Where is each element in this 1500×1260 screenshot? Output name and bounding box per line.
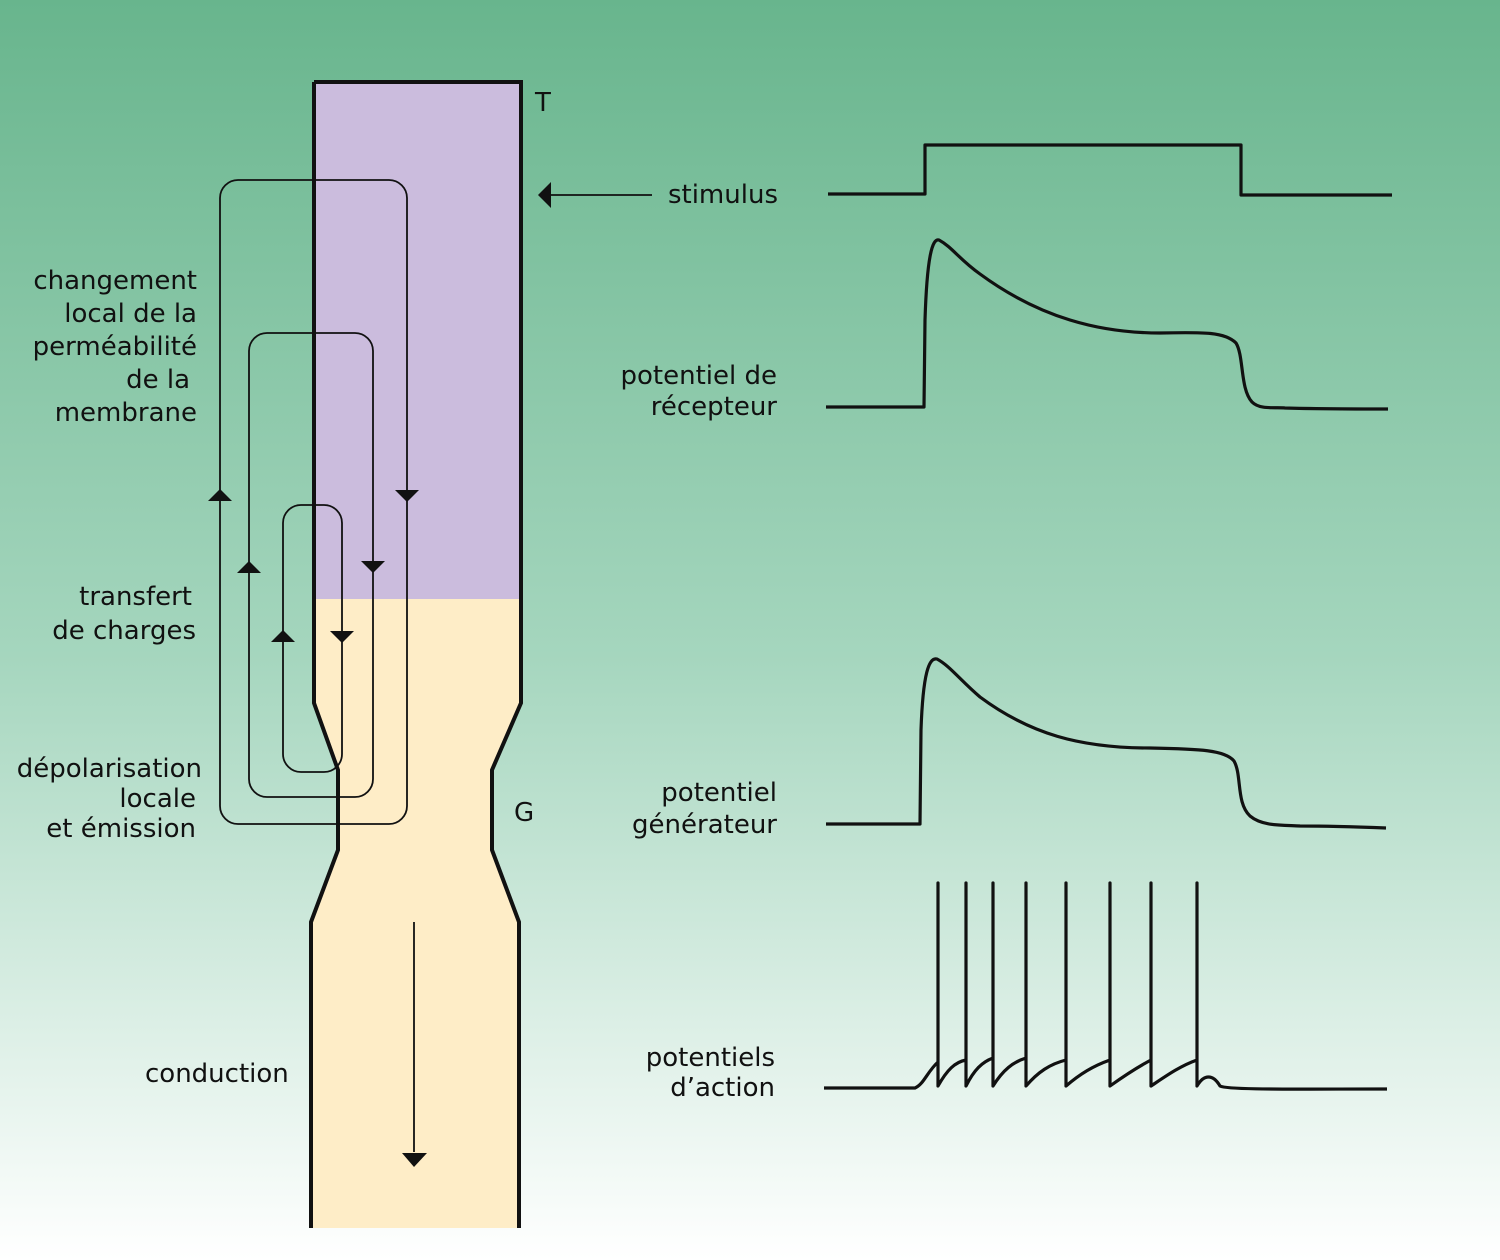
- stimulus-trace: [828, 143, 1392, 197]
- permeability-line-4: de la: [126, 365, 190, 395]
- permeability-line-3: perméabilité: [32, 332, 197, 362]
- letter-g: G: [514, 798, 535, 828]
- receptor-terminal-zone: [314, 82, 521, 599]
- action-potentials-label: potentiels d’action: [646, 1043, 775, 1103]
- transfer-line-1: transfert: [79, 582, 192, 612]
- receptor-line-2: récepteur: [650, 392, 777, 422]
- axon-zone: [311, 599, 521, 1228]
- conduction-arrow-icon: [402, 1153, 427, 1167]
- up-arrow-icon: [271, 630, 295, 642]
- stimulus-arrow-icon: [538, 182, 551, 208]
- action-line-1: potentiels: [645, 1043, 775, 1073]
- up-arrow-icon: [208, 489, 232, 501]
- generator-potential-trace: [826, 657, 1387, 830]
- depolarisation-line-3: et émission: [46, 814, 196, 844]
- receptor-potential-label: potentiel de récepteur: [621, 361, 777, 423]
- transfer-label: transfert de charges: [52, 580, 196, 648]
- down-arrow-icon: [330, 631, 354, 643]
- receptor-line-1: potentiel de: [620, 361, 777, 391]
- conduction-label: conduction: [145, 1059, 289, 1089]
- permeability-line-2: local de la: [64, 299, 197, 329]
- receptor-potential-trace: [826, 238, 1389, 411]
- down-arrow-icon: [361, 561, 385, 573]
- generator-line-2: générateur: [632, 810, 777, 840]
- generator-line-1: potentiel: [661, 778, 777, 808]
- transfer-line-2: de charges: [52, 616, 196, 646]
- loop-arrowheads: [208, 489, 419, 643]
- generator-potential-label: potentiel générateur: [632, 777, 777, 841]
- fiber-right-wall: [314, 80, 523, 1228]
- down-arrow-icon: [395, 490, 419, 502]
- fiber-left-wall: [309, 82, 340, 1228]
- stimulus-label: stimulus: [668, 179, 778, 211]
- action-line-2: d’action: [670, 1073, 775, 1103]
- depolarisation-label: dépolarisation locale et émission: [17, 754, 202, 844]
- up-arrow-icon: [237, 561, 261, 573]
- permeability-line-1: changement: [33, 266, 197, 296]
- permeability-line-5: membrane: [54, 398, 197, 428]
- letter-t: T: [535, 88, 551, 118]
- depolarisation-line-2: locale: [119, 784, 196, 814]
- stimulus-line-1: stimulus: [667, 180, 778, 210]
- permeability-label: changement local de la perméabilité de l…: [33, 265, 197, 430]
- action-potentials-trace: [824, 881, 1388, 1091]
- depolarisation-line-1: dépolarisation: [16, 754, 202, 784]
